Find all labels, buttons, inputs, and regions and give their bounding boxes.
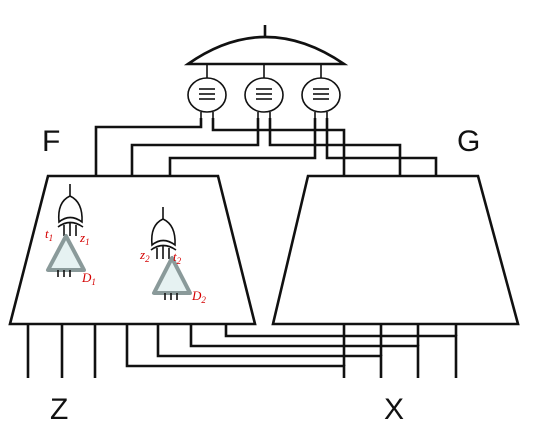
z-output-wires <box>26 324 97 378</box>
block-g <box>271 174 520 326</box>
label-d2: D2 <box>191 288 206 305</box>
block-f <box>8 174 257 326</box>
comparator-wires <box>94 118 438 176</box>
label-z: Z <box>50 393 68 426</box>
and-gate-icon <box>183 35 349 66</box>
cross-wires <box>125 324 458 378</box>
wire-f-to-x1 <box>125 324 346 378</box>
buffer-triangle-icon <box>152 256 192 295</box>
wire-f-to-x3 <box>189 324 420 378</box>
buffer-triangle-icon <box>46 234 86 272</box>
label-x: X <box>384 393 404 426</box>
label-z1: z1 <box>79 230 90 247</box>
detector-group-2 <box>150 207 192 300</box>
wire-c1-to-g <box>211 118 346 176</box>
label-t1: t1 <box>45 226 53 243</box>
wire-c2-to-f <box>130 118 260 176</box>
wire-c3-to-f <box>168 118 317 176</box>
wire-c2-to-g <box>268 118 402 176</box>
detector-group-1 <box>46 184 86 277</box>
xor-gate-icon <box>57 195 83 224</box>
comparator-2 <box>244 77 284 120</box>
equivalence-icon <box>301 77 341 113</box>
top-and-gate <box>183 25 349 78</box>
comparator-3 <box>301 77 341 120</box>
wire-f-to-x2 <box>156 324 383 378</box>
wire-f-to-x4 <box>224 324 458 378</box>
label-f: F <box>42 125 60 158</box>
xor-gate-icon <box>150 218 176 247</box>
label-d1: D1 <box>81 270 96 287</box>
equivalence-icon <box>187 77 227 113</box>
comparator-1 <box>187 77 227 120</box>
equivalence-icon <box>244 77 284 113</box>
label-g: G <box>457 125 480 158</box>
label-t2: t2 <box>173 249 182 266</box>
wire-c1-to-f <box>94 118 203 176</box>
label-z2: z2 <box>139 247 150 264</box>
wire-c3-to-g <box>325 118 438 176</box>
